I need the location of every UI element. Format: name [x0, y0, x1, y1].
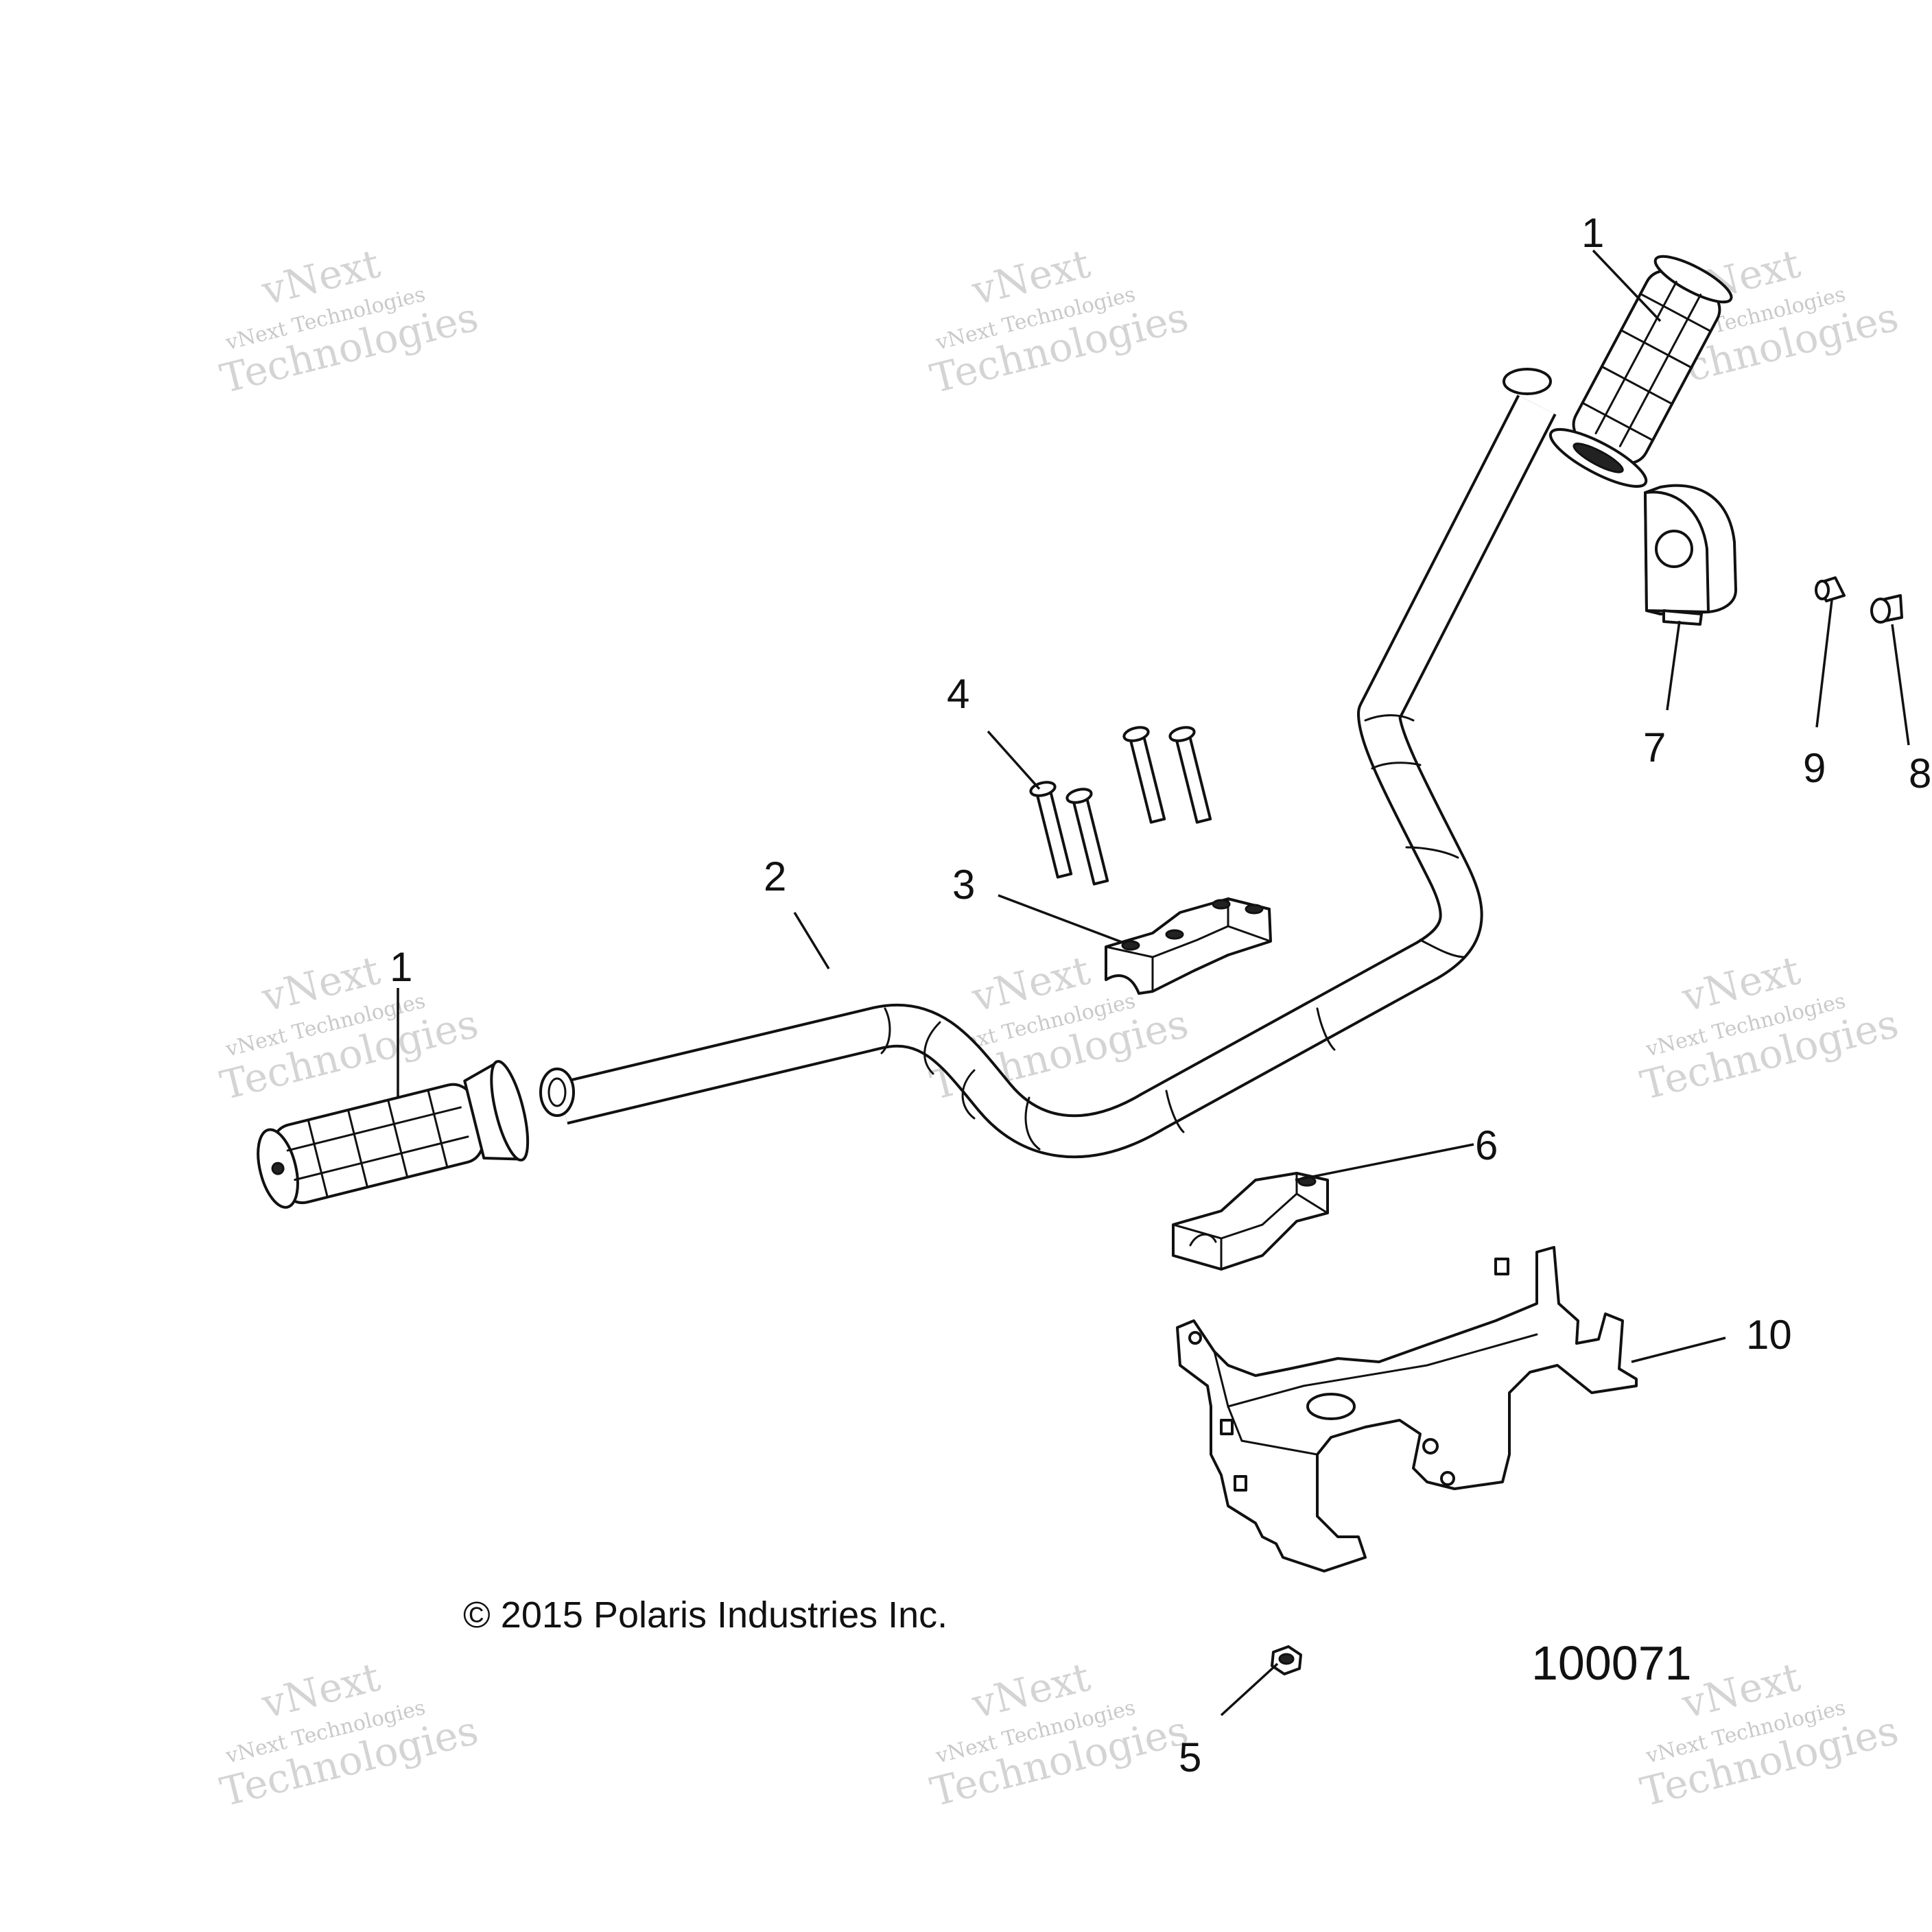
callout-bracket: 10	[1746, 1312, 1792, 1358]
callout-plug: 8	[1909, 751, 1931, 797]
plug	[1870, 594, 1903, 624]
switch-housing	[1644, 484, 1737, 626]
callout-clamp-lower: 6	[1475, 1122, 1498, 1168]
clamp-upper	[1105, 897, 1272, 995]
leader-clamp-lower	[1295, 1143, 1474, 1181]
leader-nut	[1220, 1662, 1279, 1717]
bolt-4	[1168, 726, 1212, 824]
callout-clamp-upper: 3	[952, 862, 975, 908]
bolt-2	[1065, 788, 1109, 886]
handlebar-left-end	[539, 1068, 575, 1117]
leader-insert	[1815, 600, 1833, 728]
watermark-top-center: vNext vNext Technologies Technologies	[926, 240, 1192, 403]
leader-plug	[1891, 624, 1910, 746]
leader-handlebar	[793, 912, 830, 969]
grip-left	[257, 1059, 530, 1209]
callouts: 1 1 2 3 4 5 6 7 8 9 10	[390, 210, 1931, 1780]
leader-clamp-upper	[998, 894, 1126, 945]
leader-lines	[397, 249, 1910, 1717]
callout-grip-right: 1	[1581, 210, 1604, 256]
handlebar	[539, 368, 1557, 1159]
watermark-mid-right: vNext vNext Technologies Technologies	[1636, 947, 1902, 1109]
nut	[1271, 1645, 1302, 1675]
leader-grip-right	[1592, 249, 1662, 322]
callout-switch: 7	[1643, 724, 1666, 770]
callout-grip-left: 1	[390, 944, 412, 990]
callout-handlebar: 2	[764, 853, 786, 899]
callout-insert: 9	[1803, 745, 1826, 791]
watermark-mid-left: vNext vNext Technologies Technologies	[215, 947, 482, 1109]
leader-bolts	[987, 730, 1041, 790]
figure-number: 100071	[1531, 1636, 1692, 1690]
grip-right	[1548, 255, 1733, 488]
leader-bracket	[1631, 1336, 1726, 1363]
bolts	[1029, 726, 1212, 886]
insert	[1815, 576, 1846, 602]
leader-switch	[1666, 620, 1681, 711]
handlebar-right-end	[1503, 368, 1552, 395]
bolt-3	[1122, 726, 1166, 824]
callout-nut: 5	[1179, 1734, 1201, 1780]
watermark-bottom-center: vNext vNext Technologies Technologies	[926, 1653, 1192, 1816]
copyright-text: © 2015 Polaris Industries Inc.	[463, 1594, 947, 1636]
bracket	[1176, 1246, 1638, 1572]
watermark-bottom-left: vNext vNext Technologies Technologies	[215, 1653, 482, 1816]
callout-bolts: 4	[947, 671, 969, 717]
watermark-top-left: vNext vNext Technologies Technologies	[215, 240, 482, 403]
clamp-lower	[1172, 1172, 1329, 1271]
